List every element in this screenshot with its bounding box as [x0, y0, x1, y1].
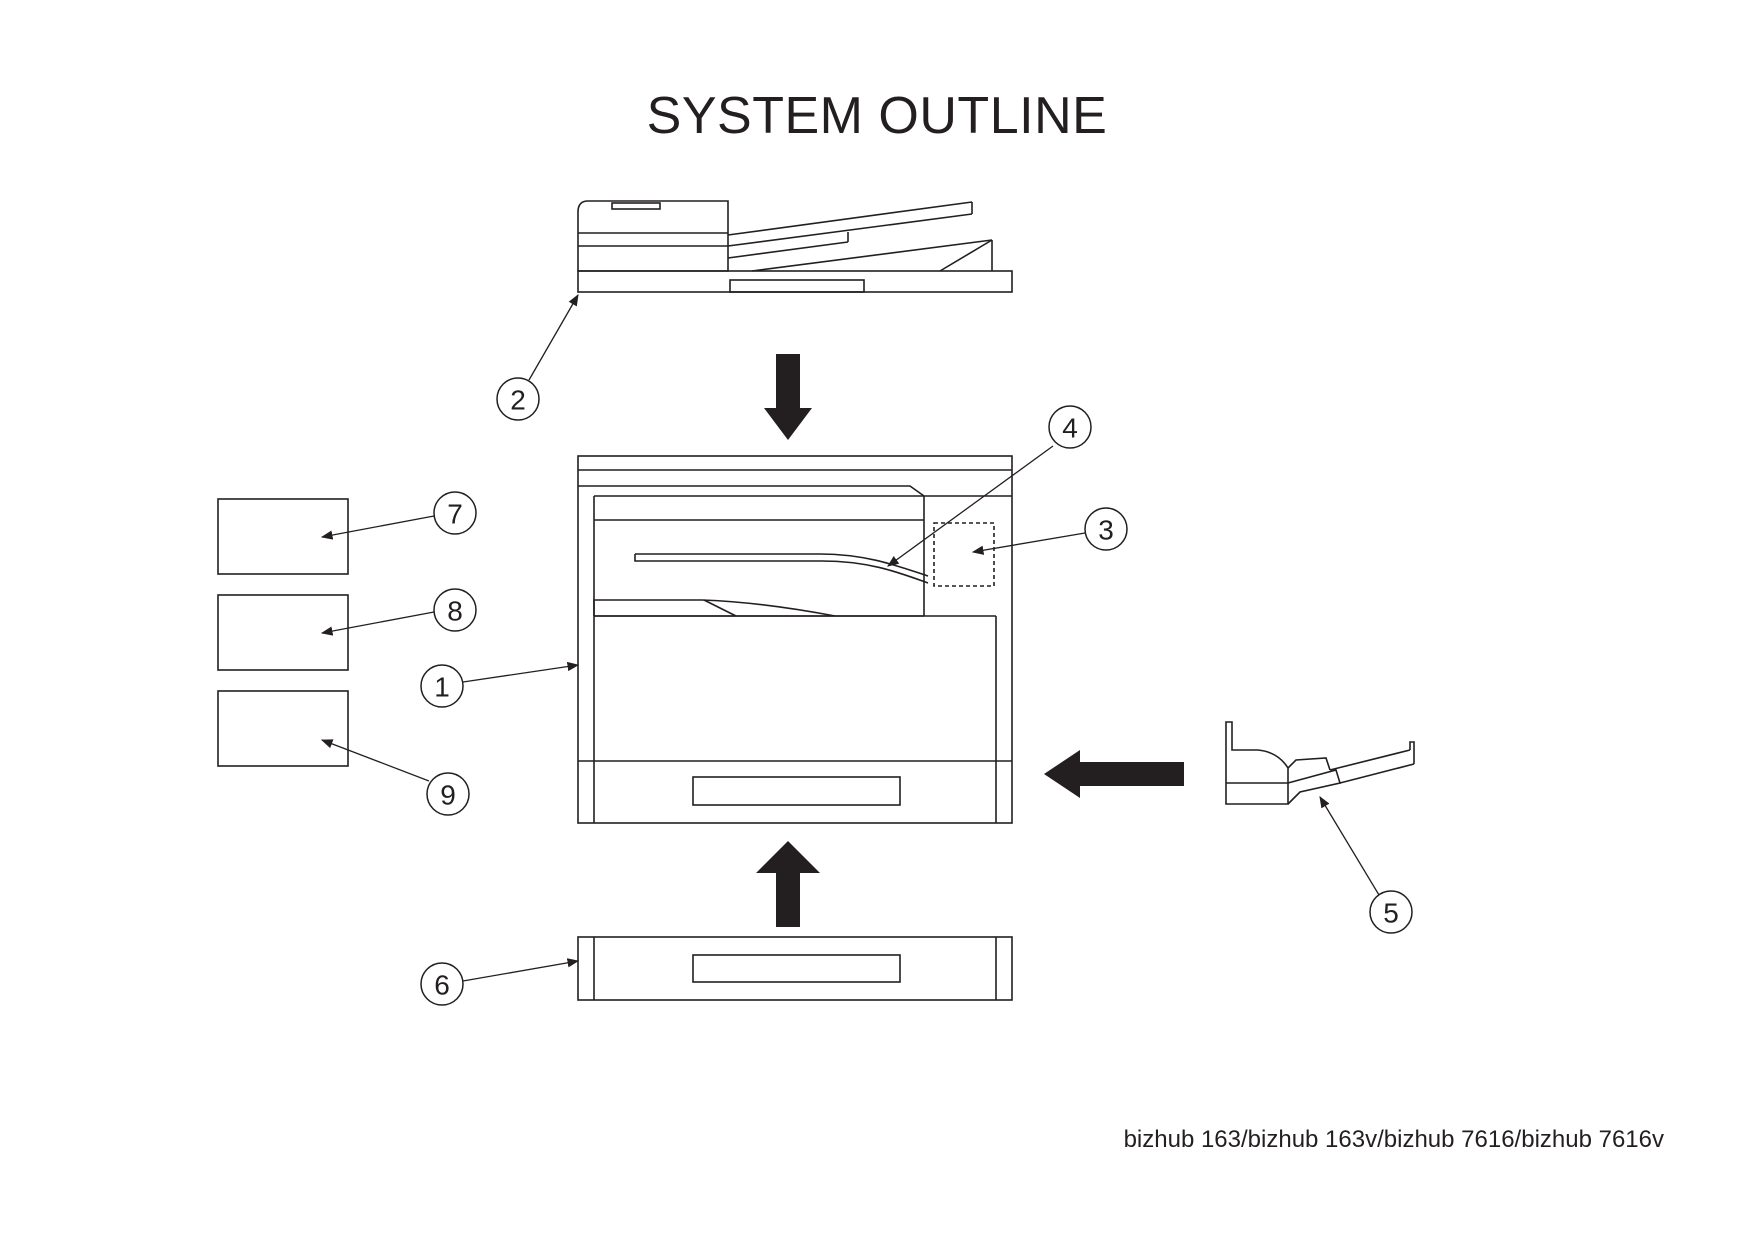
- callout-1-circle: [420, 664, 464, 708]
- arrow-down-icon: [764, 354, 812, 440]
- callout-7-circle: [433, 491, 477, 535]
- callout-2-circle: [496, 377, 540, 421]
- callout-8-circle: [433, 588, 477, 632]
- main-unit: [577, 455, 1013, 824]
- leader-line-8: [320, 611, 435, 636]
- callout-8-label: 8: [447, 596, 463, 627]
- callout-2-label: 2: [510, 385, 526, 416]
- page-title: SYSTEM OUTLINE: [646, 87, 1108, 145]
- model-footer-text: bizhub 163/bizhub 163v/bizhub 7616/bizhu…: [1123, 1126, 1664, 1153]
- leader-line-9: [320, 739, 430, 782]
- paper-feed-cabinet: [577, 936, 1013, 1001]
- document-feeder-unit: [577, 200, 1013, 293]
- callout-9-circle: [426, 772, 470, 816]
- arrow-left-icon: [1044, 750, 1184, 798]
- leader-line-6: [462, 958, 580, 982]
- callout-5-label: 5: [1383, 898, 1399, 929]
- arrow-up-icon: [756, 841, 820, 927]
- leader-line-5: [1319, 795, 1380, 896]
- callout-4-circle: [1048, 405, 1092, 449]
- leader-line-2: [528, 293, 579, 381]
- callout-3-label: 3: [1098, 515, 1114, 546]
- callout-6-circle: [420, 962, 464, 1006]
- option-box-7: [217, 498, 349, 575]
- callout-3-circle: [1084, 507, 1128, 551]
- callout-9-label: 9: [440, 780, 456, 811]
- leader-line-4: [887, 445, 1054, 567]
- leader-line-3: [971, 532, 1086, 555]
- option-box-8: [217, 594, 349, 671]
- callout-1-label: 1: [434, 672, 450, 703]
- callout-7-label: 7: [447, 499, 463, 530]
- callout-5-circle: [1369, 890, 1413, 934]
- leader-line-7: [320, 515, 435, 540]
- option-box-9: [217, 690, 349, 767]
- callout-4-label: 4: [1062, 413, 1078, 444]
- manual-bypass-tray: [1225, 721, 1415, 805]
- callout-6-label: 6: [434, 970, 450, 1001]
- leader-line-1: [462, 661, 580, 683]
